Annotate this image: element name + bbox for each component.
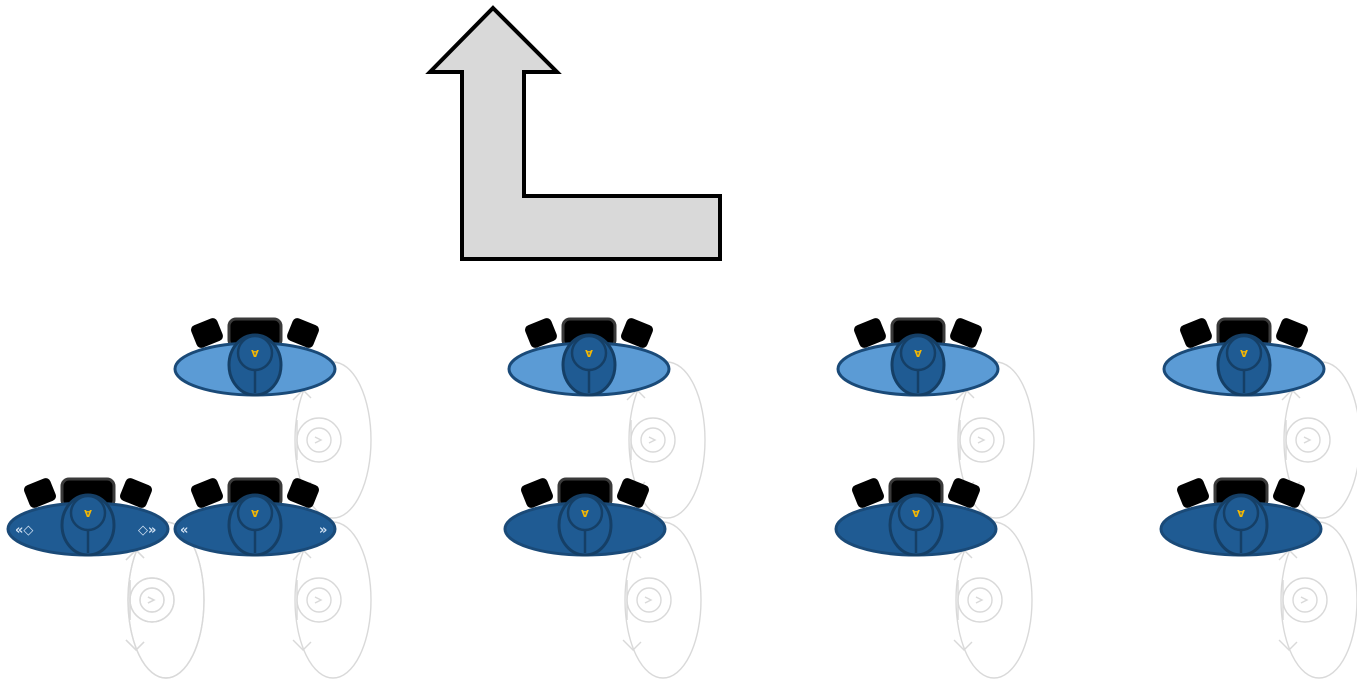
right-hand-icon	[287, 318, 319, 348]
figure-mark: A	[251, 347, 259, 358]
right-hand-icon	[1276, 318, 1308, 348]
figure-mark: A	[84, 507, 92, 518]
chevron-right-icon: »	[319, 523, 327, 538]
left-hand-icon	[852, 478, 884, 508]
fig-bottom-1-person-icon: A « »	[173, 477, 337, 557]
chevron-left-icon: «◇	[15, 523, 33, 538]
right-hand-icon	[621, 318, 653, 348]
fig-bottom-2-person-icon: A	[503, 477, 667, 557]
left-hand-icon	[525, 318, 557, 348]
figure-mark: A	[585, 347, 593, 358]
right-hand-icon	[1273, 478, 1305, 508]
fig-bottom-0-person-icon: A «◇ ◇»	[6, 477, 170, 557]
left-hand-icon	[521, 478, 553, 508]
right-hand-icon	[948, 478, 980, 508]
figure-mark: A	[914, 347, 922, 358]
left-hand-icon	[1180, 318, 1212, 348]
fig-top-1-person-icon: A	[173, 317, 337, 397]
left-hand-icon	[24, 478, 56, 508]
chevron-left-icon: «	[180, 523, 188, 538]
left-hand-icon	[191, 318, 223, 348]
figure-mark: A	[251, 507, 259, 518]
right-hand-icon	[617, 478, 649, 508]
turn-arrow-icon	[425, 5, 722, 261]
figure-mark: A	[1240, 347, 1248, 358]
fig-bottom-4-person-icon: A	[1159, 477, 1323, 557]
fig-top-2-person-icon: A	[507, 317, 671, 397]
fig-bottom-3-person-icon: A	[834, 477, 998, 557]
right-hand-icon	[120, 478, 152, 508]
right-hand-icon	[950, 318, 982, 348]
left-hand-icon	[854, 318, 886, 348]
figure-mark: A	[912, 507, 920, 518]
figure-mark: A	[581, 507, 589, 518]
figure-layer: A A A A A «◇ ◇» A « » A A A	[6, 317, 1326, 557]
fig-top-3-person-icon: A	[836, 317, 1000, 397]
left-hand-icon	[1177, 478, 1209, 508]
figure-mark: A	[1237, 507, 1245, 518]
fig-top-4-person-icon: A	[1162, 317, 1326, 397]
chevron-right-icon: ◇»	[138, 523, 156, 538]
right-hand-icon	[287, 478, 319, 508]
fig-bottom-1-ghost-icon	[292, 521, 372, 679]
left-hand-icon	[191, 478, 223, 508]
